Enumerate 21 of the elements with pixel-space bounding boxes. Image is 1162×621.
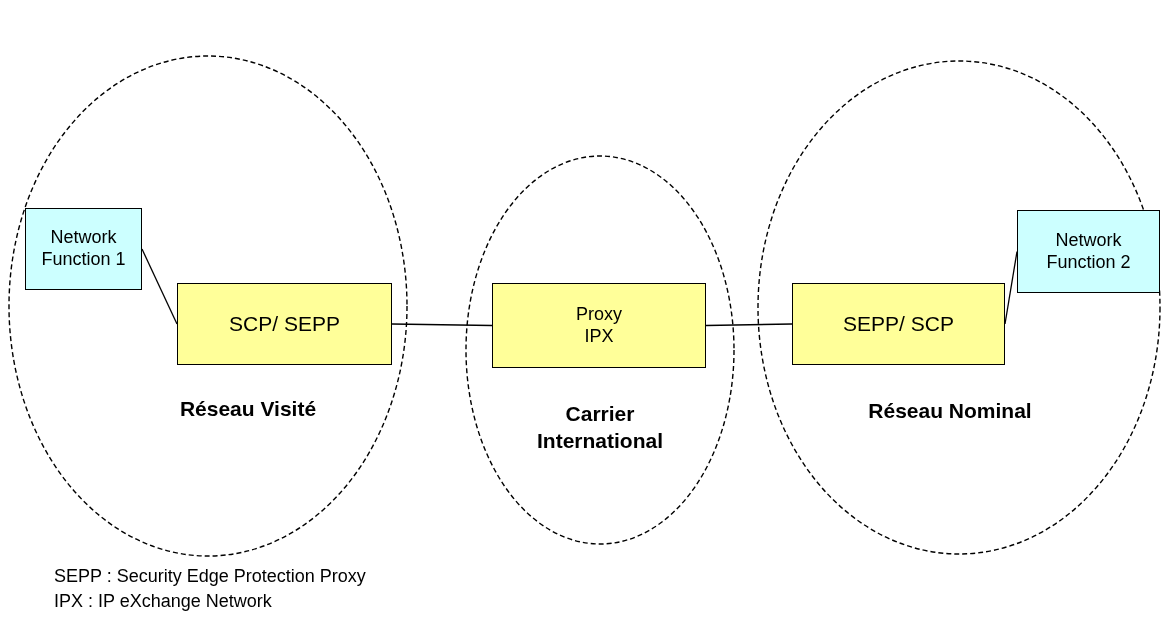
network-function-box: [1017, 210, 1160, 293]
network-function-box: [25, 208, 142, 290]
abbreviation-note: SEPP : Security Edge Protection Proxy: [54, 566, 366, 587]
connector-line: [705, 323, 793, 327]
box-label: SEPP/ SCP: [843, 311, 954, 337]
network-zone-ellipse: [757, 60, 1161, 555]
box-label: Proxy IPX: [575, 303, 623, 348]
zone-label: Carrier International: [536, 401, 664, 455]
box-label: Network Function 2: [1045, 229, 1132, 274]
network-zone-ellipse: [465, 155, 735, 545]
box-label: Network Function 1: [40, 227, 127, 271]
box-label: SCP/ SEPP: [229, 311, 340, 337]
network-element-box: [492, 283, 706, 368]
connector-line: [141, 248, 178, 325]
network-element-box: [792, 283, 1005, 365]
zone-label: Réseau Nominal: [867, 398, 1033, 424]
zone-label: Réseau Visité: [178, 396, 318, 422]
connector-line: [391, 323, 493, 327]
network-zone-ellipse: [8, 55, 408, 557]
network-element-box: [177, 283, 392, 365]
abbreviation-note: IPX : IP eXchange Network: [54, 591, 272, 612]
